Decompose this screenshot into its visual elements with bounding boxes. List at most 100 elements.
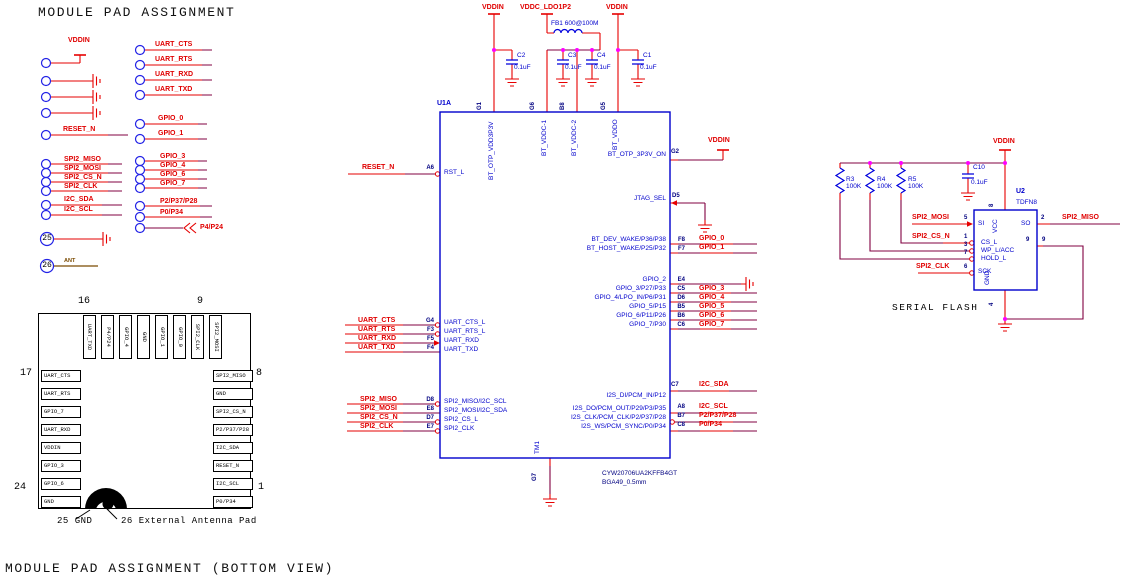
module-pad: GND bbox=[213, 388, 253, 400]
net-label: F7 bbox=[677, 246, 685, 252]
pad-label: GPIO_6 bbox=[44, 480, 64, 487]
net-label: GPIO_5/P15 bbox=[629, 303, 666, 310]
pad-label: GPIO_4 bbox=[122, 327, 130, 347]
net-label: I2C_SCL bbox=[699, 403, 728, 410]
ic-outline-u2 bbox=[973, 209, 1038, 291]
cap-ref: C1 bbox=[643, 52, 652, 59]
pin-des: G1 bbox=[477, 101, 483, 110]
net-label: GPIO_6/P11/P26 bbox=[616, 312, 666, 319]
net-label: P2/P37/P28 bbox=[160, 198, 198, 205]
antenna-pad-icon bbox=[75, 488, 127, 520]
net-label: UART_RXD bbox=[155, 71, 194, 78]
module-pad: GPIO_4 bbox=[119, 315, 132, 359]
net-label: F5 bbox=[426, 336, 434, 342]
net-label: I2C_SDA bbox=[699, 381, 729, 388]
resistor-value: 100K bbox=[877, 183, 893, 190]
module-pad: P0/P34 bbox=[213, 496, 253, 508]
pin-name: RST_L bbox=[444, 169, 465, 176]
pin-name: BT_VDDC-1 bbox=[541, 119, 548, 156]
net-label: P0/P34 bbox=[160, 209, 183, 216]
fp-caption-gnd: 25 GND bbox=[57, 516, 93, 526]
pin-des: D5 bbox=[672, 193, 680, 199]
pin-des: G2 bbox=[671, 149, 680, 155]
resistor-ref: R5 bbox=[908, 176, 917, 183]
net-label: GPIO_0 bbox=[699, 235, 725, 242]
net-label: I2C_SCL bbox=[64, 206, 93, 213]
net-label: SPI2_CLK bbox=[444, 425, 475, 432]
fp-num-9: 9 bbox=[197, 296, 204, 307]
module-pad: UART_RTS bbox=[41, 388, 81, 400]
net-label: C6 bbox=[677, 322, 685, 328]
resistor-value: 100K bbox=[846, 183, 862, 190]
module-pad: SPI2_MISO bbox=[213, 370, 253, 382]
pin-name-vcc: VCC bbox=[992, 219, 999, 233]
net-label: I2S_DO/PCM_OUT/P29/P3/P35 bbox=[572, 405, 666, 412]
resistor-ref: R3 bbox=[846, 176, 855, 183]
module-pad: GPIO_3 bbox=[41, 460, 81, 472]
module-pad: P4/P24 bbox=[101, 315, 114, 359]
pad-label: GPIO_7 bbox=[44, 408, 64, 415]
pad-label: P0/P34 bbox=[216, 498, 236, 505]
net-label: B6 bbox=[677, 313, 685, 319]
module-pad: GPIO_7 bbox=[41, 406, 81, 418]
cap-ref: C4 bbox=[597, 52, 606, 59]
ic-part-number: CYW20706UA2KFFB4GT bbox=[602, 470, 678, 477]
fp-caption-ant: 26 External Antenna Pad bbox=[121, 516, 257, 526]
cap-ref: C3 bbox=[568, 52, 577, 59]
net-label: F4 bbox=[426, 345, 434, 351]
pin-des: 8 bbox=[989, 203, 995, 207]
pin-des: B8 bbox=[560, 102, 566, 110]
pad-label: SPI2_CLK bbox=[194, 323, 202, 351]
pin-des: 9 bbox=[1026, 237, 1030, 243]
net-label: UART_CTS bbox=[358, 317, 396, 324]
pad-label: P4/P24 bbox=[104, 327, 112, 347]
net-label: D7 bbox=[426, 415, 434, 421]
pin-des: 1 bbox=[964, 234, 968, 240]
pin-des: 7 bbox=[964, 250, 968, 256]
net-label: RESET_N bbox=[362, 164, 395, 171]
net-label: SPI2_CS_N bbox=[912, 233, 950, 240]
pin-arrow bbox=[434, 340, 440, 346]
pin-name: SO bbox=[1021, 220, 1031, 227]
pin-name: BT_OTP_3P3V_ON bbox=[607, 151, 666, 158]
power-vddin-1: VDDIN bbox=[482, 4, 504, 11]
net-label: GPIO_3 bbox=[160, 153, 186, 160]
net-label: E7 bbox=[426, 424, 434, 430]
pad-label: GND bbox=[140, 332, 148, 342]
net-label: SPI2_MOSI bbox=[912, 214, 949, 221]
pad-label: GPIO_1 bbox=[158, 327, 166, 347]
net-label: I2S_WS/PCM_SYNC/P0/P34 bbox=[581, 423, 666, 430]
net-label: GPIO_2 bbox=[642, 276, 666, 283]
pad-label: I2C_SCL bbox=[216, 480, 240, 487]
net-label: UART_RXD bbox=[358, 335, 397, 342]
pin-name: SI bbox=[978, 220, 985, 227]
pin-des: G6 bbox=[530, 101, 536, 110]
net-label: F3 bbox=[426, 327, 434, 333]
pin-name: WP_L/ACC bbox=[981, 247, 1015, 254]
pad-label: I2C_SDA bbox=[216, 444, 240, 451]
net-label: F8 bbox=[677, 237, 685, 243]
net-label: GPIO_7/P30 bbox=[629, 321, 666, 328]
net-label: SPI2_MOSI/I2C_SDA bbox=[444, 407, 508, 414]
module-pad: SPI2_CLK bbox=[191, 315, 204, 359]
module-pad: VDDIN bbox=[41, 442, 81, 454]
resistor-ref: R4 bbox=[877, 176, 886, 183]
net-label: GPIO_4 bbox=[160, 162, 186, 169]
net-label: SPI2_CLK bbox=[64, 183, 98, 190]
ic-ref-u2: U2 bbox=[1016, 188, 1025, 195]
net-label: UART_RTS bbox=[155, 56, 193, 63]
